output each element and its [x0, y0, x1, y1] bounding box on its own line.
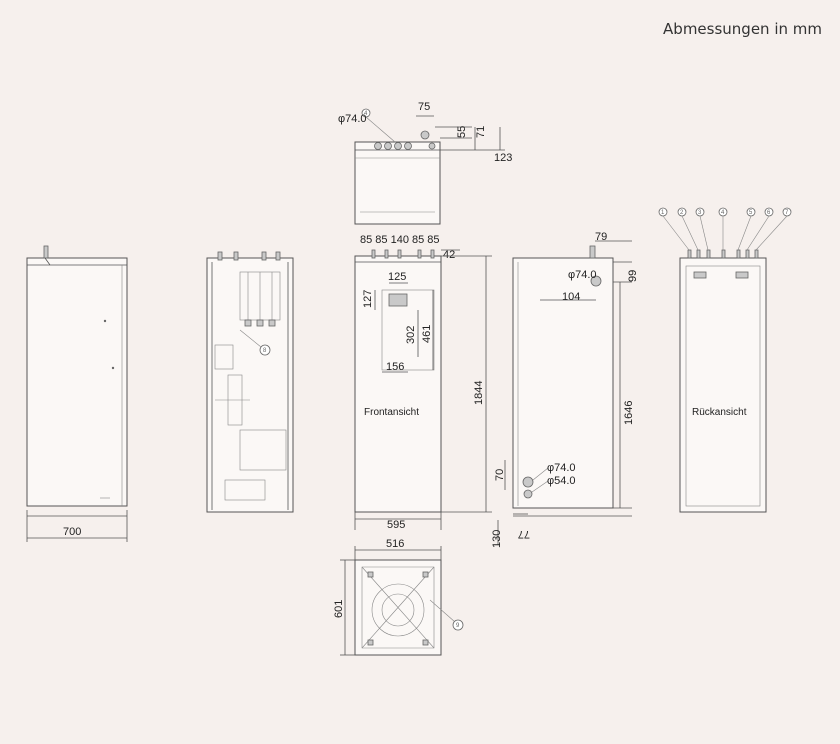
dim-front-302: 302 [405, 326, 417, 344]
dim-top-123: 123 [494, 152, 512, 164]
dim-top-dia: φ74.0 [338, 113, 367, 125]
callout-3: 3 [698, 210, 702, 216]
callout-4a: 4 [364, 111, 368, 117]
front-view-label: Frontansicht [364, 407, 419, 418]
back-callouts: 1 2 3 4 5 6 7 [658, 207, 792, 251]
dim-front-42: 42 [443, 249, 455, 261]
dim-front-461: 461 [421, 325, 433, 343]
dim-front-width: 595 [387, 519, 405, 531]
back-view-label: Rückansicht [692, 407, 747, 418]
callout-4: 4 [721, 210, 725, 216]
dim-side2-70: 70 [494, 469, 506, 481]
front-view: 85 85 140 85 85 42 125 127 302 461 156 F… [354, 234, 503, 548]
dim-front-spacing: 85 85 140 85 85 [360, 234, 440, 246]
dim-top-71: 71 [475, 126, 487, 138]
callout-1: 1 [661, 210, 665, 216]
callout-5: 5 [749, 210, 753, 216]
front-pipe-stubs [371, 249, 435, 259]
dim-side2-dia74: φ74.0 [568, 269, 597, 281]
dim-side-width: 700 [63, 526, 81, 538]
dim-side2-low-dia54: φ54.0 [547, 475, 576, 487]
dim-top-55: 55 [456, 126, 468, 138]
dim-side2-99: 99 [627, 270, 639, 282]
dim-bottom-width: 516 [386, 538, 404, 550]
dim-front-156: 156 [386, 361, 404, 373]
callout-6: 6 [767, 210, 771, 216]
callout-7: 7 [785, 210, 789, 216]
callout-8: 8 [263, 348, 267, 354]
dim-side2-104: 104 [562, 291, 580, 303]
dim-side2-1646: 1646 [623, 401, 635, 425]
dim-top-75: 75 [418, 101, 430, 113]
back-view: 1 2 3 4 5 6 7 Rückansicht [658, 207, 792, 513]
dim-side2-low-dia74: φ74.0 [547, 462, 576, 474]
internal-view: 8 [206, 251, 294, 513]
dim-side2-77: 77 [518, 528, 530, 540]
callout-2: 2 [680, 210, 684, 216]
dim-front-125: 125 [388, 271, 406, 283]
dim-front-127: 127 [362, 290, 374, 308]
right-side-view: 79 φ74.0 99 104 1646 70 φ74.0 φ54.0 77 [494, 231, 639, 540]
dim-front-height: 1844 [473, 381, 485, 405]
dim-front-130: 130 [491, 530, 503, 548]
left-side-view: 700 [26, 245, 128, 542]
top-view: 4 φ74.0 75 55 71 123 [338, 101, 512, 225]
bottom-view: 516 601 9 [333, 538, 464, 656]
dim-side2-79: 79 [595, 231, 607, 243]
dim-bottom-depth: 601 [333, 600, 345, 618]
page-title: Abmessungen in mm [663, 20, 822, 38]
back-pipe-stubs [687, 249, 759, 259]
callout-9: 9 [456, 623, 460, 629]
